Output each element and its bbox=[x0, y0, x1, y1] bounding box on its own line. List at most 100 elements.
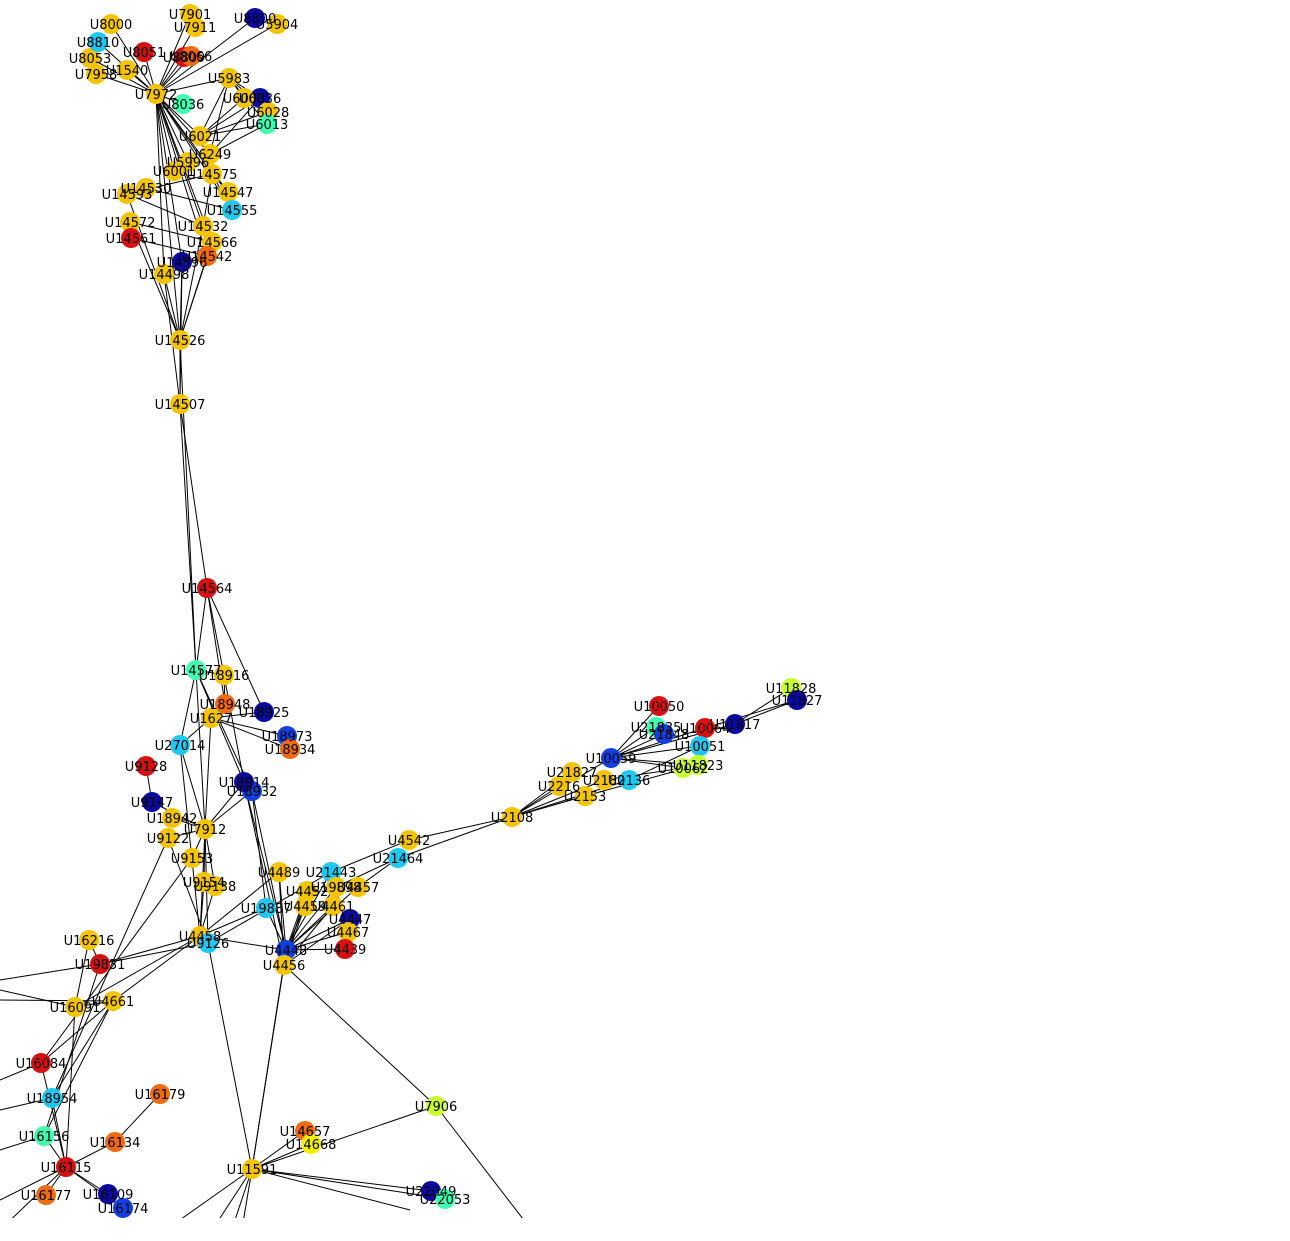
graph-node-u14532[interactable] bbox=[193, 216, 213, 236]
node-circle bbox=[65, 997, 85, 1017]
graph-node-u14577[interactable] bbox=[186, 660, 206, 680]
graph-node-u16174[interactable] bbox=[113, 1198, 133, 1218]
graph-edge bbox=[112, 935, 201, 1002]
graph-node-u14542[interactable] bbox=[197, 246, 217, 266]
graph-node-u4489[interactable] bbox=[269, 862, 289, 882]
graph-node-u8053[interactable] bbox=[80, 48, 100, 68]
graph-node-u6021[interactable] bbox=[190, 126, 210, 146]
graph-node-u2136[interactable] bbox=[619, 770, 639, 790]
graph-node-u21827[interactable] bbox=[562, 762, 582, 782]
graph-node-u5983[interactable] bbox=[219, 68, 239, 88]
graph-node-u16134[interactable] bbox=[105, 1132, 125, 1152]
graph-node-u19887[interactable] bbox=[256, 898, 276, 918]
graph-node-u8800[interactable] bbox=[245, 8, 265, 28]
graph-node-u14498[interactable] bbox=[154, 264, 174, 284]
graph-node-u4457[interactable] bbox=[348, 877, 368, 897]
graph-node-u9128[interactable] bbox=[136, 756, 156, 776]
graph-node-u22053[interactable] bbox=[435, 1189, 455, 1209]
graph-node-u16156[interactable] bbox=[34, 1126, 54, 1146]
graph-node-u7912[interactable] bbox=[195, 819, 215, 839]
graph-node-u6001[interactable] bbox=[164, 161, 184, 181]
graph-node-u7906[interactable] bbox=[426, 1096, 446, 1116]
graph-node-u4661[interactable] bbox=[103, 991, 123, 1011]
graph-node-u4456[interactable] bbox=[274, 955, 294, 975]
graph-node-u8051[interactable] bbox=[134, 42, 154, 62]
graph-node-u16109[interactable] bbox=[98, 1184, 118, 1204]
graph-node-u8800b[interactable] bbox=[101, 14, 121, 34]
graph-node-u27014[interactable] bbox=[170, 735, 190, 755]
graph-node-u18948[interactable] bbox=[215, 694, 235, 714]
graph-node-u16091[interactable] bbox=[65, 997, 85, 1017]
graph-node-u9122[interactable] bbox=[158, 828, 178, 848]
graph-node-u10050[interactable] bbox=[649, 696, 669, 716]
graph-node-u14561[interactable] bbox=[121, 228, 141, 248]
graph-node-u18954[interactable] bbox=[42, 1088, 62, 1108]
graph-node-u16115[interactable] bbox=[56, 1157, 76, 1177]
graph-node-u2108[interactable] bbox=[502, 807, 522, 827]
graph-node-u6003[interactable] bbox=[234, 88, 254, 108]
graph-node-u18934[interactable] bbox=[280, 739, 300, 759]
graph-node-u21464[interactable] bbox=[388, 848, 408, 868]
graph-node-u5904[interactable] bbox=[267, 14, 287, 34]
graph-edge-offscreen bbox=[219, 1168, 253, 1218]
graph-node-u18914[interactable] bbox=[234, 772, 254, 792]
graph-node-u16084[interactable] bbox=[31, 1053, 51, 1073]
graph-node-u14668[interactable] bbox=[301, 1134, 321, 1154]
graph-node-u14507[interactable] bbox=[170, 394, 190, 414]
graph-node-u7972[interactable] bbox=[146, 84, 166, 104]
graph-node-u4452[interactable] bbox=[297, 881, 317, 901]
graph-node-u4448[interactable] bbox=[276, 940, 296, 960]
graph-node-u9153[interactable] bbox=[182, 848, 202, 868]
graph-node-u11827[interactable] bbox=[787, 690, 807, 710]
graph-node-u14530[interactable] bbox=[136, 178, 156, 198]
graph-node-u9126[interactable] bbox=[198, 933, 218, 953]
graph-node-u11817[interactable] bbox=[725, 714, 745, 734]
graph-node-u4542[interactable] bbox=[399, 830, 419, 850]
graph-node-u14575[interactable] bbox=[202, 164, 222, 184]
graph-node-u19831[interactable] bbox=[90, 954, 110, 974]
graph-node-u7901[interactable] bbox=[180, 4, 200, 24]
graph-node-u8066[interactable] bbox=[181, 46, 201, 66]
node-circle bbox=[142, 792, 162, 812]
graph-node-u14593[interactable] bbox=[117, 184, 137, 204]
graph-node-u9138[interactable] bbox=[205, 876, 225, 896]
graph-node-u10064[interactable] bbox=[695, 718, 715, 738]
graph-node-u4461[interactable] bbox=[323, 896, 343, 916]
graph-node-u6249[interactable] bbox=[200, 144, 220, 164]
graph-node-u19898[interactable] bbox=[326, 877, 346, 897]
graph-node-u14526[interactable] bbox=[170, 330, 190, 350]
graph-node-u14547[interactable] bbox=[218, 182, 238, 202]
graph-node-u1540[interactable] bbox=[117, 60, 137, 80]
graph-node-u14596[interactable] bbox=[172, 252, 192, 272]
graph-edge bbox=[199, 77, 230, 137]
graph-node-u2153[interactable] bbox=[575, 786, 595, 806]
graph-node-u10051[interactable] bbox=[690, 736, 710, 756]
graph-node-u18916[interactable] bbox=[214, 665, 234, 685]
graph-edge bbox=[199, 907, 267, 937]
graph-node-u11823[interactable] bbox=[688, 755, 708, 775]
graph-node-u14555[interactable] bbox=[222, 200, 242, 220]
graph-node-u4459[interactable] bbox=[295, 896, 315, 916]
graph-node-u2216[interactable] bbox=[549, 776, 569, 796]
graph-node-u6013[interactable] bbox=[257, 114, 277, 134]
graph-node-u14572[interactable] bbox=[120, 212, 140, 232]
graph-node-u4439[interactable] bbox=[335, 939, 355, 959]
graph-node-u18925[interactable] bbox=[254, 702, 274, 722]
graph-node-u11591[interactable] bbox=[242, 1159, 262, 1179]
graph-node-u21848[interactable] bbox=[654, 724, 674, 744]
graph-node-u16179[interactable] bbox=[150, 1084, 170, 1104]
graph-node-u9147[interactable] bbox=[142, 792, 162, 812]
graph-node-u8036[interactable] bbox=[173, 94, 193, 114]
graph-node-u1627[interactable] bbox=[201, 708, 221, 728]
graph-node-u10062[interactable] bbox=[673, 758, 693, 778]
graph-node-u10059[interactable] bbox=[601, 748, 621, 768]
graph-node-u16216[interactable] bbox=[79, 930, 99, 950]
graph-edge bbox=[155, 17, 256, 95]
graph-node-u7958[interactable] bbox=[86, 64, 106, 84]
graph-node-u8810[interactable] bbox=[88, 32, 108, 52]
graph-node-u16177[interactable] bbox=[36, 1185, 56, 1205]
graph-node-u2180[interactable] bbox=[594, 770, 614, 790]
graph-node-u14564[interactable] bbox=[197, 578, 217, 598]
graph-node-u4467[interactable] bbox=[338, 922, 358, 942]
graph-node-u18942[interactable] bbox=[162, 808, 182, 828]
